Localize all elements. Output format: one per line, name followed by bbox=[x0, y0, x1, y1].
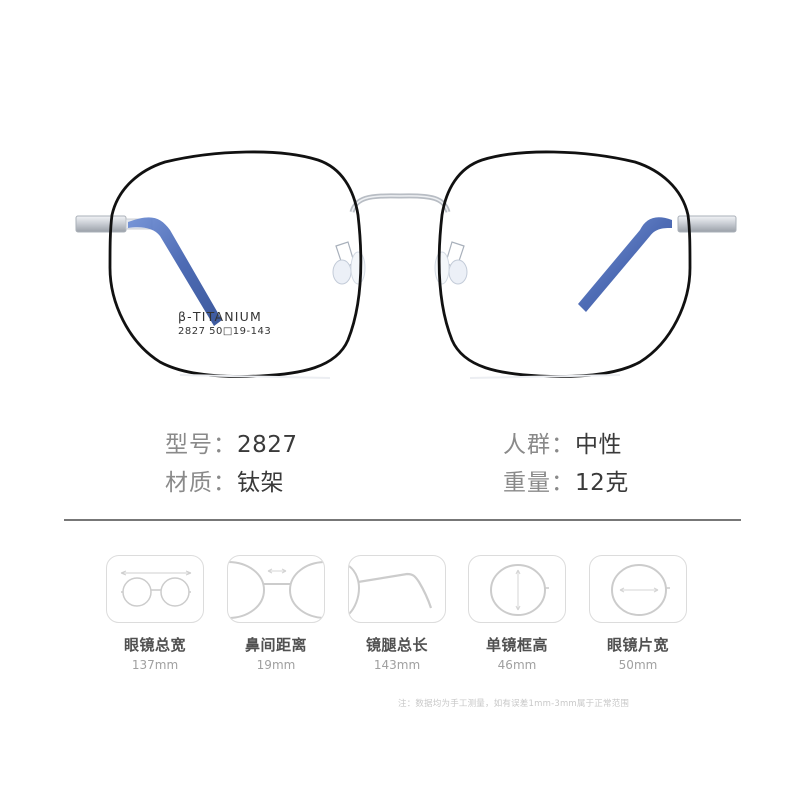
temple-length-icon bbox=[348, 555, 446, 623]
eyeglasses-illustration bbox=[75, 150, 737, 379]
engraving-brand: β-TITANIUM bbox=[178, 309, 262, 324]
spec-weight: 重量：12克 bbox=[503, 466, 629, 500]
spec-model: 型号：2827 bbox=[165, 428, 298, 462]
measurement-note: 注：数据均为手工测量，如有误差1mm-3mm属于正常范围 bbox=[398, 699, 630, 709]
measurement-label: 单镜框高 bbox=[485, 636, 548, 654]
measurement-temple-length: 镜腿总长 143mm bbox=[337, 555, 457, 672]
measurement-total-width: 眼镜总宽 137mm bbox=[95, 555, 215, 672]
measurement-value: 143mm bbox=[373, 658, 421, 672]
lens-width-icon bbox=[589, 555, 687, 623]
measurement-value: 46mm bbox=[497, 658, 537, 672]
measurement-value: 19mm bbox=[256, 658, 296, 672]
spec-value: 中性 bbox=[575, 432, 622, 458]
engraving-sizes: 2827 50□19-143 bbox=[178, 325, 272, 337]
lens-engraving: β-TITANIUM 2827 50□19-143 bbox=[178, 309, 272, 337]
measurement-label: 镜腿总长 bbox=[365, 636, 428, 654]
lens-height-icon bbox=[468, 555, 566, 623]
measurement-value: 137mm bbox=[131, 658, 179, 672]
measurement-bridge-width: 鼻间距离 19mm bbox=[216, 555, 336, 672]
spec-value: 钛架 bbox=[237, 470, 284, 496]
section-divider bbox=[64, 519, 741, 521]
spec-material: 材质：钛架 bbox=[165, 466, 284, 500]
bridge-width-icon bbox=[227, 555, 325, 623]
measurement-lens-width: 眼镜片宽 50mm bbox=[578, 555, 698, 672]
measurement-label: 眼镜片宽 bbox=[606, 636, 669, 654]
product-photo: β-TITANIUM 2827 50□19-143 bbox=[75, 150, 737, 379]
spec-key: 型号： bbox=[165, 432, 237, 458]
spec-list: 型号：2827 人群：中性 材质：钛架 重量：12克 bbox=[0, 428, 800, 508]
spec-audience: 人群：中性 bbox=[503, 428, 622, 462]
measurement-value: 50mm bbox=[618, 658, 658, 672]
total-width-icon bbox=[106, 555, 204, 623]
spec-key: 材质： bbox=[165, 470, 237, 496]
spec-value: 2827 bbox=[237, 432, 298, 458]
spec-key: 人群： bbox=[503, 432, 575, 458]
measurement-label: 鼻间距离 bbox=[244, 636, 307, 654]
spec-key: 重量： bbox=[503, 470, 575, 496]
spec-value: 12克 bbox=[575, 470, 629, 496]
measurement-label: 眼镜总宽 bbox=[123, 636, 186, 654]
measurement-lens-height: 单镜框高 46mm bbox=[457, 555, 577, 672]
